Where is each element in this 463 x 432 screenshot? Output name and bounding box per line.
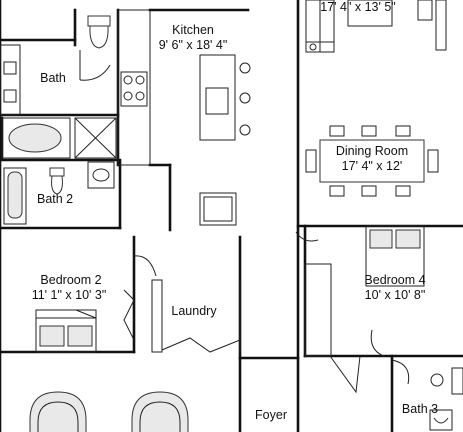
bath-fixtures — [0, 15, 111, 116]
laundry-label: Laundry — [171, 304, 217, 318]
dining-room-dims: 17' 4" x 12' — [341, 159, 403, 173]
bedroom-4-dims: 10' x 10' 8" — [364, 288, 426, 302]
bath-label: Bath — [40, 71, 66, 85]
foyer-furniture — [29, 391, 189, 432]
dining-room-label: Dining Room — [335, 144, 409, 158]
living-room-dims: 17' 4" x 13' 5" — [320, 0, 396, 14]
bedroom-2-dims: 11' 1" x 10' 3" — [31, 288, 107, 302]
living-furniture — [305, 0, 447, 53]
kitchen-label: Kitchen — [172, 23, 214, 37]
bath-2-label: Bath 2 — [37, 192, 74, 206]
kitchen-dims: 9' 6" x 18' 4" — [158, 38, 228, 52]
bedroom-2-label: Bedroom 2 — [40, 273, 102, 287]
bedroom-4-furniture — [295, 225, 425, 394]
bath-3-label: Bath 3 — [401, 402, 439, 416]
bath-3-fixtures — [391, 359, 463, 431]
bath-2-fixtures — [1, 117, 117, 225]
laundry-fixtures — [123, 280, 241, 353]
kitchen-fixtures — [117, 9, 251, 226]
foyer-label: Foyer — [255, 408, 287, 422]
bedroom-2-furniture — [35, 255, 163, 353]
dining-furniture — [305, 125, 439, 197]
bedroom-4-label: Bedroom 4 — [364, 273, 426, 287]
